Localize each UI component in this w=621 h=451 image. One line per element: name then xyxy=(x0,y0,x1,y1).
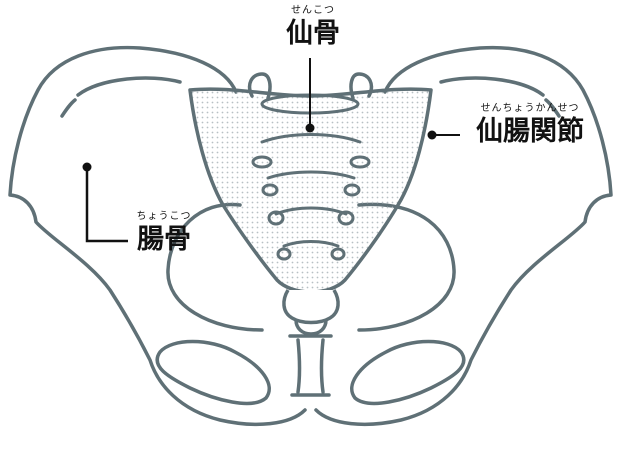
right-iliac-crest-inner xyxy=(439,76,545,97)
ilium-name: 腸骨 xyxy=(137,224,191,255)
left-ilium-outline xyxy=(8,45,307,427)
ilium-label: ちょうこつ 腸骨 xyxy=(128,211,200,255)
sacroiliac-joint-name: 仙腸関節 xyxy=(476,116,584,147)
leader-ilium xyxy=(82,162,128,243)
right-obturator-foramen xyxy=(350,339,466,406)
right-ilium-outline xyxy=(314,45,613,427)
sacrum-name: 仙骨 xyxy=(286,18,340,49)
left-iliac-crest-inner xyxy=(76,76,182,97)
left-obturator-foramen xyxy=(155,339,271,406)
leader-sacroiliac-joint xyxy=(427,130,460,140)
leader-sacrum xyxy=(305,58,315,133)
pelvic-inlet xyxy=(166,202,456,332)
ilium-reading: ちょうこつ xyxy=(136,211,192,222)
pubic-symphysis xyxy=(288,334,333,397)
sacrum-label: せんこつ 仙骨 xyxy=(268,5,358,49)
sacrum-reading: せんこつ xyxy=(291,5,335,16)
sacroiliac-joint-label: せんちょうかんせつ 仙腸関節 xyxy=(460,103,600,147)
sacroiliac-joint-reading: せんちょうかんせつ xyxy=(480,103,580,114)
sacrum-bone xyxy=(188,72,433,336)
